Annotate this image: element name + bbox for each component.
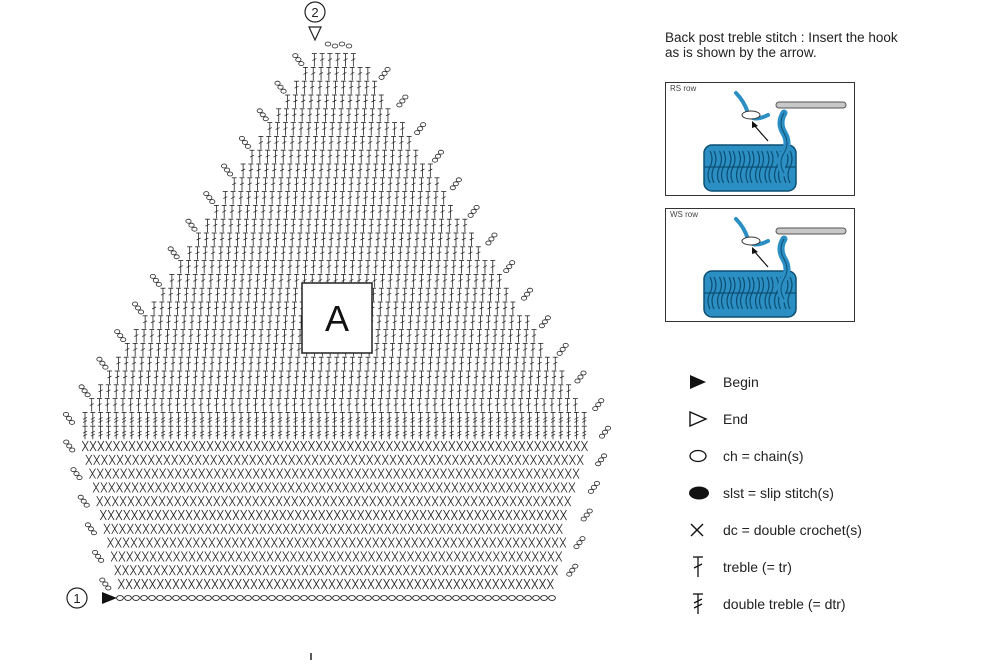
legend-text: ch = chain(s) xyxy=(723,448,804,464)
stitch-row xyxy=(249,149,444,164)
stitch-row xyxy=(99,577,554,591)
crochet-hook xyxy=(741,227,847,246)
stitch-row xyxy=(285,94,409,108)
rs-row-label: RS row xyxy=(670,84,697,93)
stitch-row xyxy=(82,425,612,440)
stitch-row xyxy=(63,411,587,426)
crochet-chart: 1 2 A xyxy=(63,1,612,660)
stitch-row xyxy=(292,53,356,67)
stitch-row xyxy=(178,260,516,274)
rs-row-illustration: RS row xyxy=(665,82,855,196)
stitch-row xyxy=(221,163,433,177)
yarn-swatch xyxy=(703,270,797,318)
stitch-row xyxy=(196,232,498,246)
stitch-row xyxy=(92,480,600,494)
stitch-row xyxy=(84,522,563,536)
stitch-row xyxy=(107,370,587,384)
stitch-row xyxy=(89,398,605,412)
stitch-row xyxy=(256,108,391,122)
direction-arrow xyxy=(752,247,769,268)
stitch-illustration xyxy=(703,91,847,192)
stitch-row xyxy=(203,191,447,205)
stitch-row xyxy=(114,563,579,577)
legend-item-end: End xyxy=(688,408,748,430)
stitch-row xyxy=(92,550,563,563)
ws-row-illustration: WS row xyxy=(665,208,855,322)
instruction-text: Back post treble stitch : Insert the hoo… xyxy=(665,30,898,60)
x-mark-icon xyxy=(688,519,716,541)
stitch-row xyxy=(85,453,608,467)
stitch-row xyxy=(77,494,572,508)
stitch-row xyxy=(149,273,502,288)
stitch-row xyxy=(302,67,391,81)
end-arrow-icon xyxy=(308,26,322,42)
legend-text: End xyxy=(723,411,748,427)
outline-triangle-icon xyxy=(688,408,716,430)
legend-item-treble: treble (= tr) xyxy=(688,556,792,578)
stitch-row xyxy=(274,80,378,95)
crochet-hook xyxy=(741,101,847,120)
open-oval-icon xyxy=(688,445,716,467)
legend-text: dc = double crochet(s) xyxy=(723,522,862,538)
legend-item-double-treble: double treble (= dtr) xyxy=(688,593,846,615)
stitch-rows xyxy=(63,41,612,601)
stitch-row xyxy=(185,218,468,233)
stitch-row xyxy=(70,467,580,481)
ws-row-label: WS row xyxy=(670,210,698,219)
legend-text: treble (= tr) xyxy=(723,559,792,575)
filled-triangle-icon xyxy=(688,371,716,393)
stitch-row xyxy=(78,384,572,398)
stitch-row xyxy=(99,508,593,522)
stitch-row xyxy=(107,536,586,549)
stitch-row xyxy=(96,356,558,371)
direction-arrow xyxy=(752,121,769,142)
yarn-swatch xyxy=(703,144,797,192)
double-treble-symbol-icon xyxy=(688,593,716,615)
top-chain xyxy=(324,41,353,49)
legend-item-chain: ch = chain(s) xyxy=(688,445,804,467)
start-marker-number: 1 xyxy=(73,591,80,606)
section-label: A xyxy=(325,298,349,339)
stitch-row xyxy=(238,135,412,150)
stitch-row xyxy=(213,204,480,219)
instruction-line-1: Back post treble stitch : Insert the hoo… xyxy=(665,30,898,45)
stitch-row xyxy=(167,246,481,260)
stitch-row xyxy=(267,122,427,136)
end-marker-number: 2 xyxy=(311,5,318,20)
start-marker: 1 xyxy=(66,587,117,609)
stitch-row xyxy=(63,439,588,453)
begin-arrow-icon xyxy=(102,592,117,604)
legend-item-double-crochet: dc = double crochet(s) xyxy=(688,519,862,541)
section-label-box: A xyxy=(301,282,373,354)
treble-symbol-icon xyxy=(688,556,716,578)
instruction-line-2: as is shown by the arrow. xyxy=(665,45,817,60)
legend-text: slst = slip stitch(s) xyxy=(723,485,834,501)
legend-item-begin: Begin xyxy=(688,371,759,393)
end-marker: 2 xyxy=(304,1,326,42)
filled-oval-icon xyxy=(688,482,716,504)
legend-text: double treble (= dtr) xyxy=(723,596,846,612)
legend-text: Begin xyxy=(723,374,759,390)
chain-row xyxy=(116,595,556,601)
stitch-illustration xyxy=(703,217,847,318)
legend-item-slip-stitch: slst = slip stitch(s) xyxy=(688,482,834,504)
stitch-row xyxy=(231,177,462,191)
